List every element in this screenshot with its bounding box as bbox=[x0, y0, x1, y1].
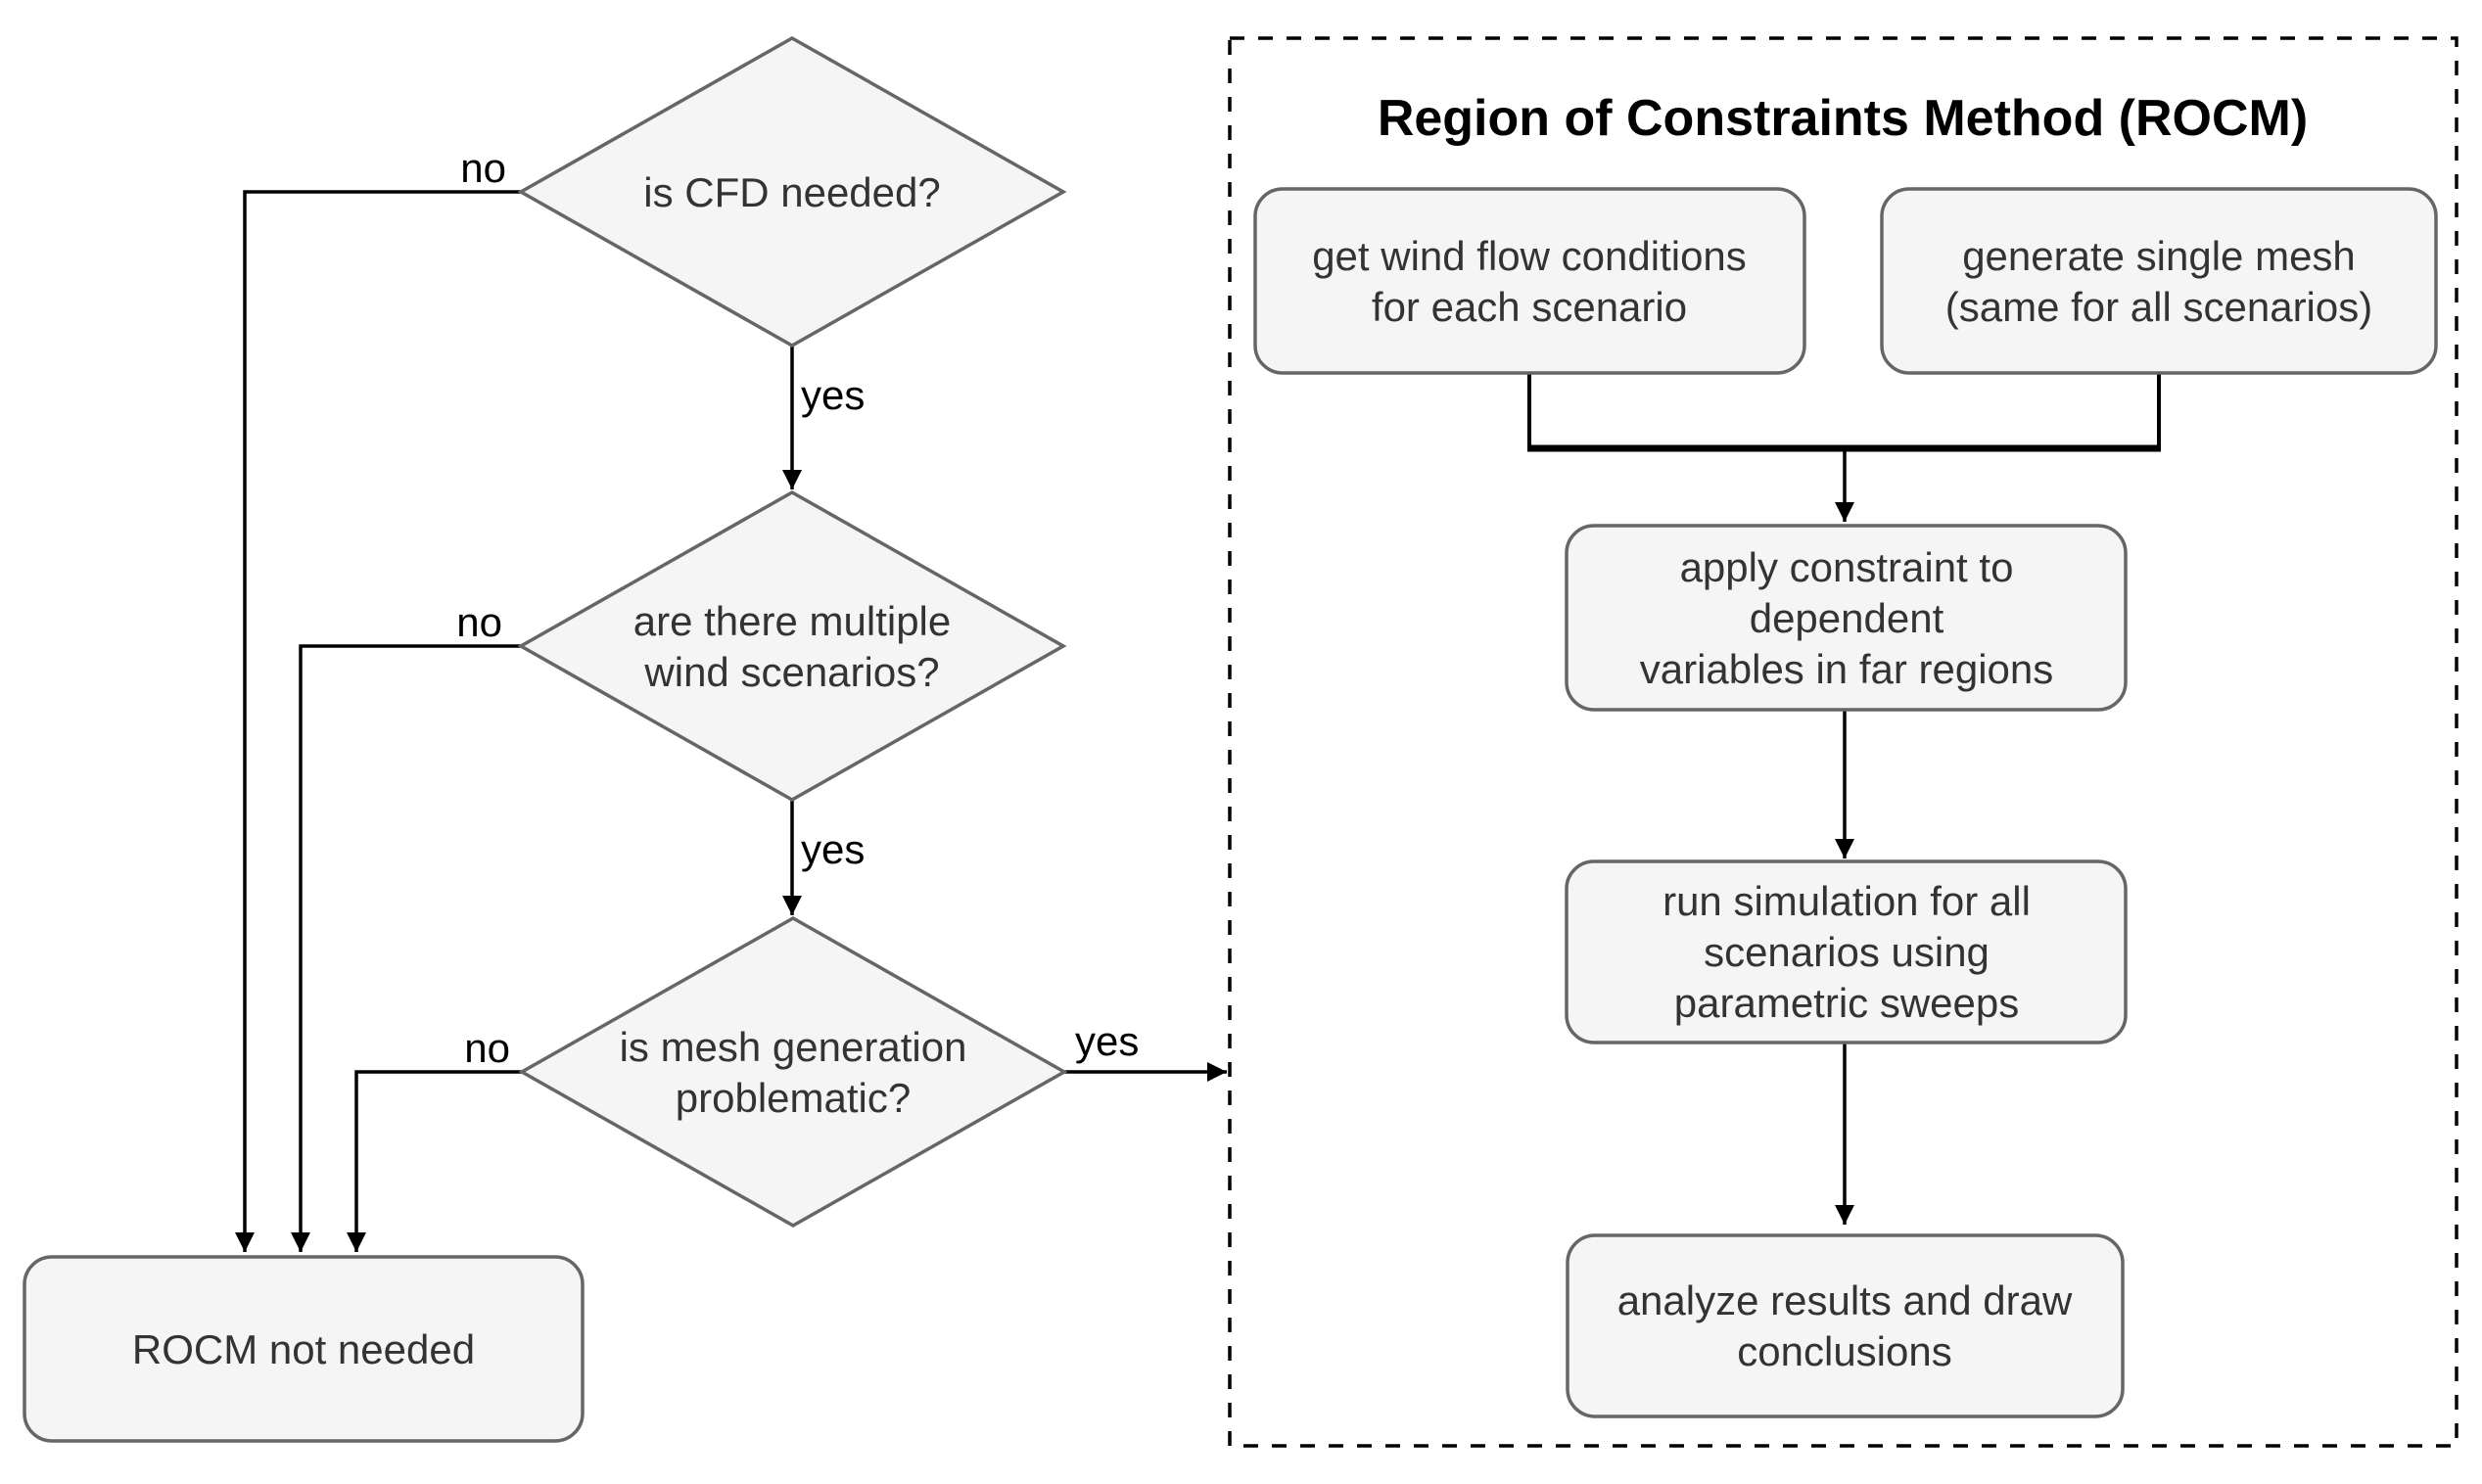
label-no-mesh-problematic: no bbox=[464, 1025, 510, 1071]
label-no-multiple-scenarios: no bbox=[456, 599, 502, 645]
label-no-cfd: no bbox=[460, 145, 506, 191]
decision-multiple-wind-scenarios-label-line1: are there multiple bbox=[633, 598, 952, 644]
diamond-is-cfd-needed bbox=[517, 35, 1067, 348]
step-get-wind-flow-conditions-line2: for each scenario bbox=[1372, 284, 1687, 330]
label-yes-mesh-problematic: yes bbox=[1075, 1018, 1139, 1064]
step-generate-single-mesh-box bbox=[1880, 187, 2438, 375]
diamond-mesh-generation-problematic bbox=[518, 915, 1068, 1229]
label-yes-cfd: yes bbox=[801, 372, 865, 418]
decision-mesh-generation-problematic: is mesh generation problematic? bbox=[518, 915, 1068, 1229]
decision-is-cfd-needed-label: is CFD needed? bbox=[643, 169, 941, 215]
diamond-multiple-wind-scenarios bbox=[517, 489, 1067, 803]
flow-edges bbox=[235, 190, 2161, 1252]
decision-is-cfd-needed: is CFD needed? bbox=[517, 35, 1067, 348]
step-get-wind-flow-conditions-line1: get wind flow conditions bbox=[1312, 233, 1747, 279]
decision-mesh-generation-problematic-label-line2: problematic? bbox=[676, 1075, 911, 1121]
terminal-rocm-not-needed: ROCM not needed bbox=[23, 1255, 585, 1443]
step-analyze-results-line1: analyze results and draw bbox=[1617, 1277, 2073, 1323]
step-run-simulation-line2: scenarios using bbox=[1704, 929, 1990, 975]
rocm-region-title: Region of Constraints Method (ROCM) bbox=[1378, 90, 2308, 147]
step-run-simulation: run simulation for all scenarios using p… bbox=[1565, 859, 2128, 1044]
edge-no-cfd bbox=[235, 190, 521, 1252]
label-yes-multiple-scenarios: yes bbox=[801, 826, 865, 872]
step-generate-single-mesh-line1: generate single mesh bbox=[1962, 233, 2356, 279]
step-generate-single-mesh: generate single mesh (same for all scena… bbox=[1880, 187, 2438, 375]
step-run-simulation-line1: run simulation for all bbox=[1662, 878, 2031, 924]
step-get-wind-flow-conditions: get wind flow conditions for each scenar… bbox=[1253, 187, 1806, 375]
step-generate-single-mesh-line2: (same for all scenarios) bbox=[1945, 284, 2372, 330]
decision-mesh-generation-problematic-label-line1: is mesh generation bbox=[620, 1024, 967, 1070]
decision-multiple-wind-scenarios-label-line2: wind scenarios? bbox=[643, 649, 939, 695]
step-apply-constraint-box bbox=[1565, 524, 2128, 712]
edge-no-multiple-scenarios bbox=[291, 644, 521, 1252]
step-analyze-results: analyze results and draw conclusions bbox=[1566, 1233, 2125, 1418]
step-run-simulation-box bbox=[1565, 859, 2128, 1044]
step-analyze-results-box bbox=[1566, 1233, 2125, 1418]
terminal-rocm-not-needed-label: ROCM not needed bbox=[132, 1326, 475, 1372]
step-analyze-results-line2: conclusions bbox=[1737, 1328, 1951, 1374]
rocm-region-container: Region of Constraints Method (ROCM) bbox=[1228, 36, 2459, 1448]
step-run-simulation-line3: parametric sweeps bbox=[1674, 980, 2019, 1026]
step-apply-constraint-line2: dependent bbox=[1750, 595, 1944, 641]
step-get-wind-flow-conditions-box bbox=[1253, 187, 1806, 375]
rocm-region-dashed-border bbox=[1228, 36, 2459, 1448]
step-apply-constraint-line3: variables in far regions bbox=[1640, 646, 2054, 692]
decision-multiple-wind-scenarios: are there multiple wind scenarios? bbox=[517, 489, 1067, 803]
step-apply-constraint: apply constraint to dependent variables … bbox=[1565, 524, 2128, 712]
terminal-rocm-not-needed-box bbox=[23, 1255, 585, 1443]
edge-no-mesh-problematic bbox=[347, 1070, 522, 1252]
step-apply-constraint-line1: apply constraint to bbox=[1680, 544, 2014, 590]
edge-labels: no yes no yes no yes bbox=[456, 145, 1139, 1071]
